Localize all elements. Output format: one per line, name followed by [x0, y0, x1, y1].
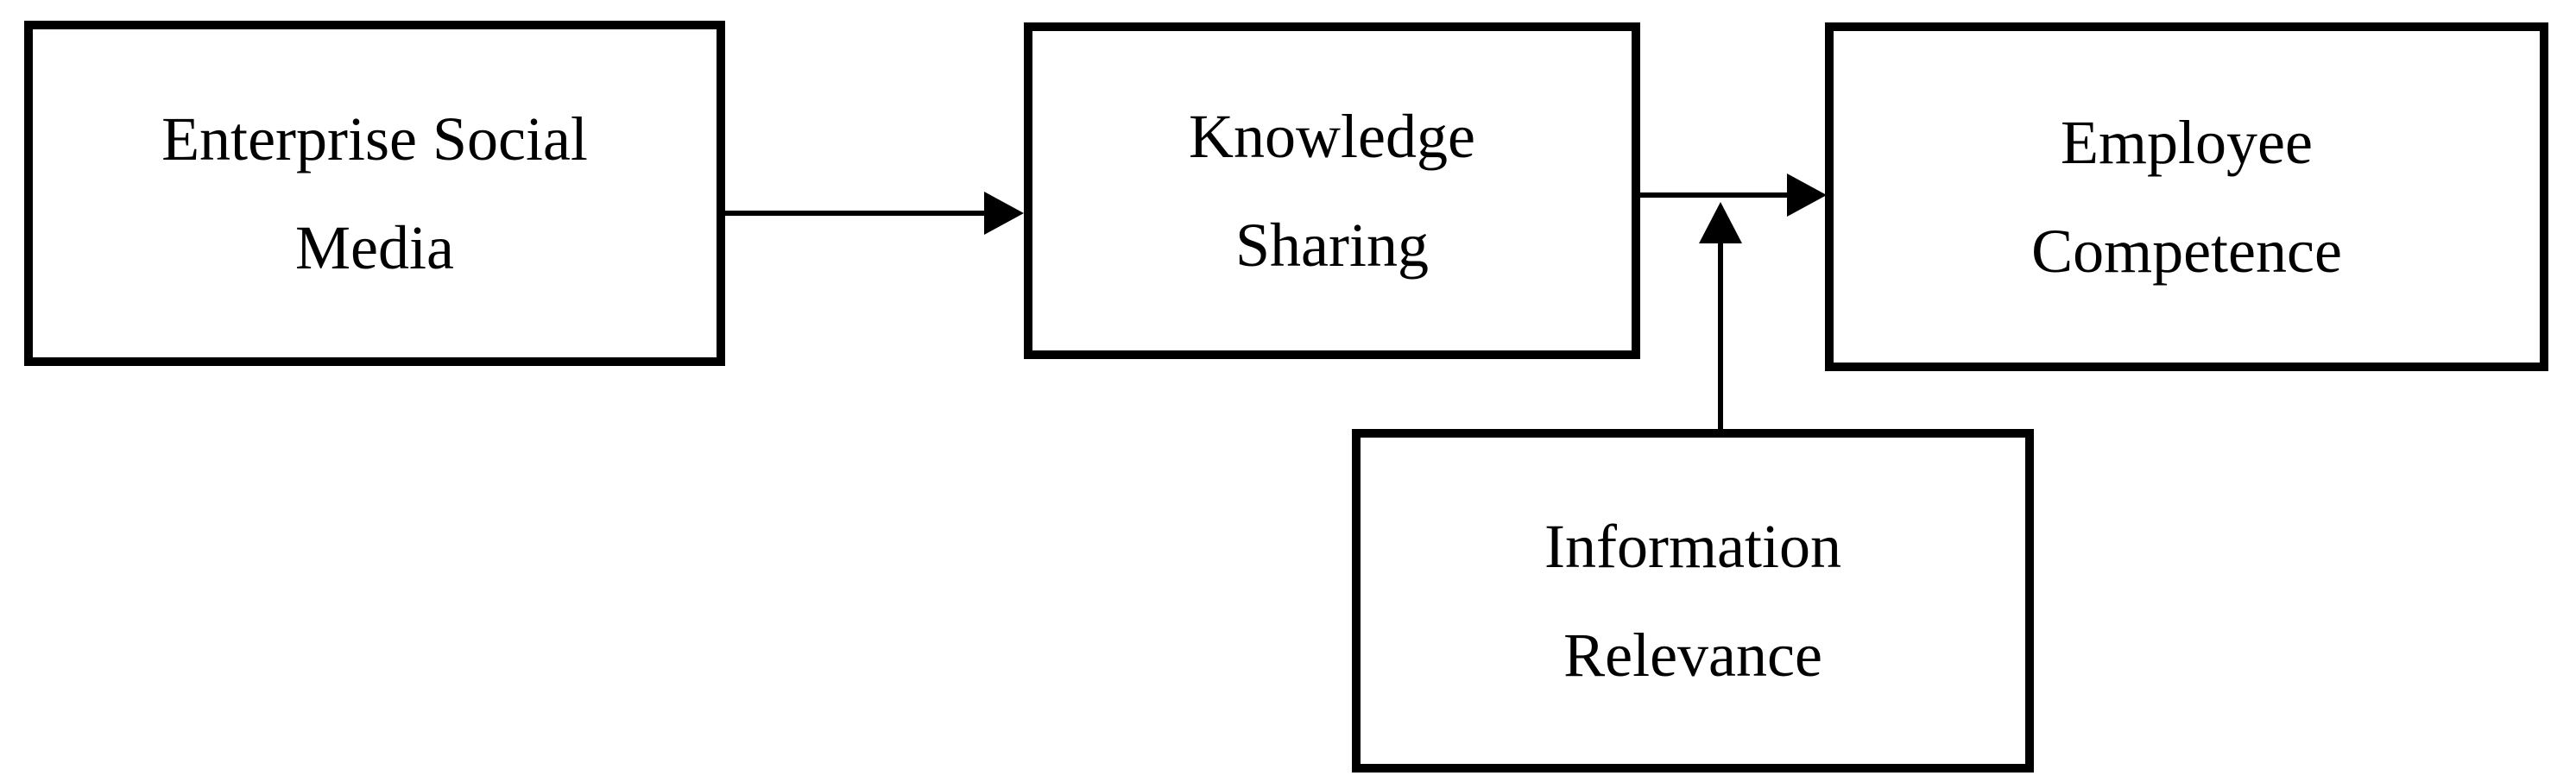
arrow-line-esm-to-ks — [722, 211, 988, 216]
arrow-line-ir-to-link — [1718, 240, 1723, 429]
node-label-line: Relevance — [1563, 621, 1822, 690]
node-label-line: Enterprise Social — [161, 104, 588, 173]
node-label-line: Sharing — [1235, 211, 1429, 280]
arrow-right-icon — [1787, 173, 1827, 217]
node-label-line: Information — [1544, 512, 1841, 581]
node-employee-competence: Employee Competence — [1825, 22, 2548, 371]
arrow-line-ks-to-ec — [1637, 192, 1796, 198]
node-label-line: Employee — [2061, 108, 2313, 177]
arrow-right-icon — [984, 192, 1024, 235]
node-enterprise-social-media: Enterprise Social Media — [24, 21, 725, 366]
arrow-up-icon — [1699, 202, 1742, 243]
node-label-line: Knowledge — [1189, 102, 1475, 171]
node-knowledge-sharing: Knowledge Sharing — [1024, 22, 1640, 359]
node-label-line: Competence — [2031, 217, 2342, 286]
node-information-relevance: Information Relevance — [1352, 429, 2034, 773]
node-label-line: Media — [295, 213, 454, 282]
